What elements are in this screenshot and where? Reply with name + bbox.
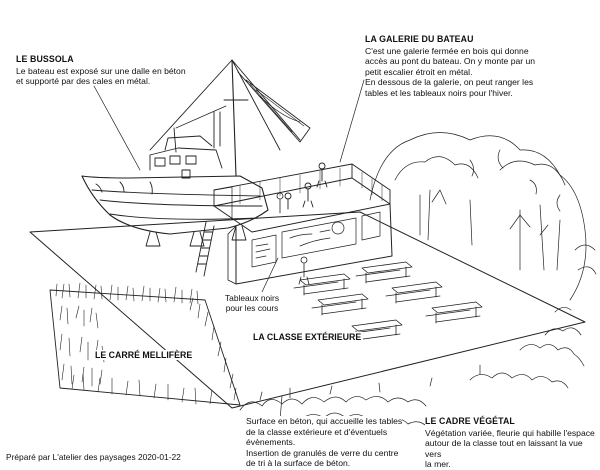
background-trees <box>369 132 597 301</box>
note-tableaux: Tableaux noirs pour les cours <box>223 292 282 314</box>
label-galerie: LA GALERIE DU BATEAU C'est une galerie f… <box>365 34 535 99</box>
bussola-body: Le bateau est exposé sur une dalle en bé… <box>16 65 186 87</box>
galerie-body: C'est une galerie fermée en bois qui don… <box>365 45 536 98</box>
honey-garden <box>49 282 241 406</box>
label-bussola: LE BUSSOLA Le bateau est exposé sur une … <box>16 54 186 87</box>
bussola-title: LE BUSSOLA <box>16 54 74 64</box>
label-classe: LA CLASSE EXTÉRIEURE <box>251 332 364 342</box>
people <box>276 192 310 285</box>
label-surface: Surface en béton, qui accueille les tabl… <box>246 416 403 469</box>
surface-body: Surface en béton, qui accueille les tabl… <box>246 416 403 469</box>
credit-line: Préparé par L'atelier des paysages 2020-… <box>6 452 181 462</box>
galerie-title: LA GALERIE DU BATEAU <box>365 34 474 44</box>
chalkboards <box>251 211 381 268</box>
picnic-tables <box>293 261 483 342</box>
boat-bussola <box>81 59 311 247</box>
label-cadre: LE CADRE VÉGÉTAL Végétation variée, fleu… <box>425 416 600 470</box>
leader-lines <box>93 79 365 421</box>
boat-gallery <box>195 162 393 285</box>
cadre-body: Végétation variée, fleurie qui habille l… <box>425 427 595 470</box>
tableaux-body: Tableaux noirs pour les cours <box>225 293 280 313</box>
bushes <box>239 307 585 429</box>
concrete-slab <box>29 211 586 409</box>
cadre-title: LE CADRE VÉGÉTAL <box>425 416 515 426</box>
label-carre: LE CARRÉ MELLIFÈRE <box>93 350 195 360</box>
